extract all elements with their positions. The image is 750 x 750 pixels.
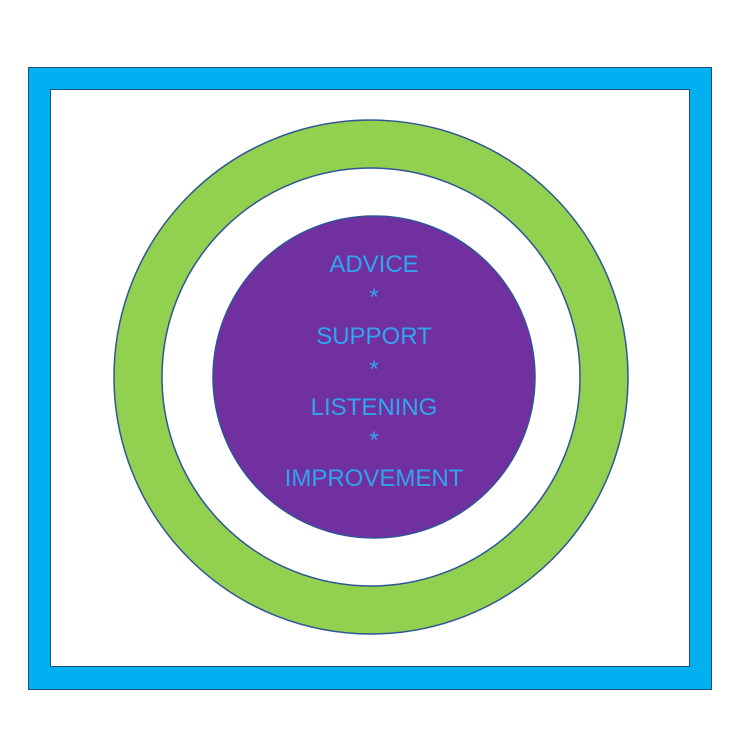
label-improvement: IMPROVEMENT	[284, 465, 464, 492]
label-listening: LISTENING	[310, 394, 438, 421]
label-support: SUPPORT	[316, 323, 432, 350]
separator-asterisk: *	[369, 427, 379, 454]
purple-core	[212, 215, 536, 539]
label-advice: ADVICE	[329, 251, 419, 278]
separator-asterisk: *	[369, 356, 379, 383]
separator-asterisk: *	[369, 284, 379, 311]
